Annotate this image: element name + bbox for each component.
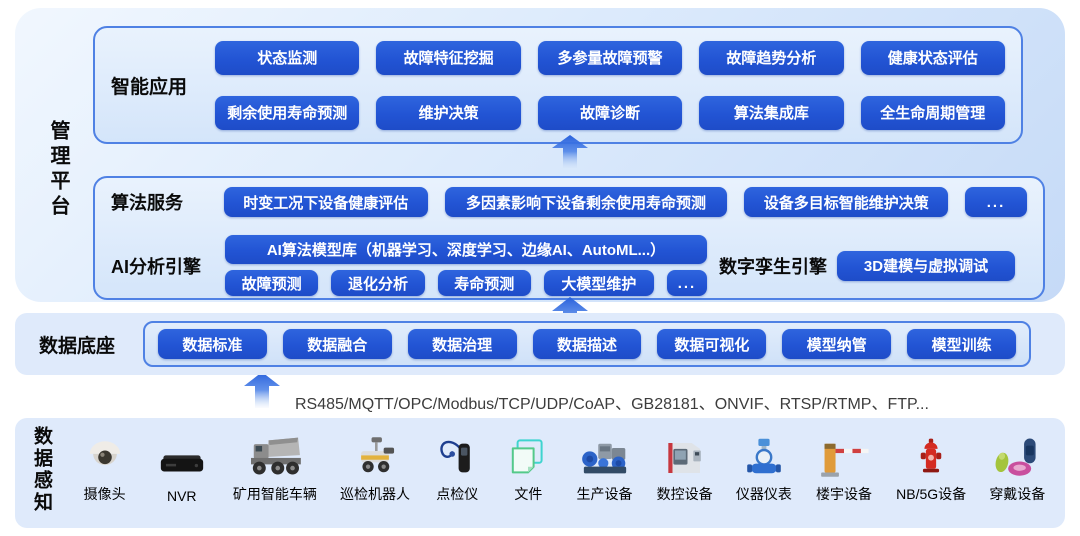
device-item: 点检仪 — [433, 431, 481, 518]
instrument-icon — [740, 431, 788, 481]
camera-icon — [79, 431, 131, 481]
app-function-chip[interactable]: 状态监测 — [215, 40, 360, 75]
device-item: 摄像头 — [79, 431, 131, 518]
inspection-robot-icon — [349, 431, 401, 481]
ai-function-chip[interactable]: 退化分析 — [331, 270, 425, 296]
spot-check-device-icon — [433, 431, 481, 481]
data-base-panel: 数据标准 数据融合 数据治理 数据描述 数据可视化 模型纳管 模型训练 — [143, 321, 1031, 367]
digital-twin-label: 数字孪生引擎 — [719, 256, 827, 277]
device-label: NB/5G设备 — [896, 486, 967, 502]
device-item: 文件 — [504, 431, 552, 518]
app-function-chip[interactable]: 故障诊断 — [537, 95, 683, 130]
intelligent-app-grid: 状态监测 故障特征挖掘 多参量故障预警 故障趋势分析 健康状态评估 剩余使用寿命… — [215, 40, 1005, 130]
building-equipment-icon — [815, 431, 873, 481]
device-list: 摄像头 NVR — [67, 430, 1057, 518]
ai-function-chip[interactable]: 寿命预测 — [437, 270, 531, 296]
data-base-chip[interactable]: 模型纳管 — [782, 329, 892, 359]
data-base-label: 数据底座 — [39, 335, 116, 357]
algo-ai-panel: 算法服务 时变工况下设备健康评估 多因素影响下设备剩余使用寿命预测 设备多目标智… — [93, 176, 1045, 300]
ai-engine-row: AI分析引擎 AI算法模型库（机器学习、深度学习、边缘AI、AutoML...）… — [111, 235, 1027, 296]
digital-twin-chip[interactable]: 3D建模与虚拟调试 — [837, 250, 1015, 281]
cnc-equipment-icon — [660, 431, 710, 481]
device-label: 摄像头 — [83, 486, 126, 502]
algo-service-more-chip[interactable]: ... — [965, 187, 1028, 217]
ai-function-row: 故障预测 退化分析 寿命预测 大模型维护 ... — [225, 270, 707, 296]
ai-engine-label: AI分析引擎 — [111, 256, 201, 277]
data-base-chip[interactable]: 数据治理 — [407, 329, 517, 359]
ai-function-chip[interactable]: 大模型维护 — [543, 270, 654, 296]
device-label: 楼宇设备 — [815, 486, 872, 502]
file-icon — [504, 431, 552, 481]
data-base-chip[interactable]: 数据可视化 — [657, 329, 767, 359]
device-label: 数控设备 — [656, 486, 713, 502]
intelligent-app-panel: 智能应用 状态监测 故障特征挖掘 多参量故障预警 故障趋势分析 健康状态评估 剩… — [93, 26, 1023, 144]
data-base-strip: 数据底座 数据标准 数据融合 数据治理 数据描述 数据可视化 模型纳管 模型训练 — [15, 313, 1065, 375]
device-label: 点检仪 — [436, 486, 479, 502]
algo-service-row: 算法服务 时变工况下设备健康评估 多因素影响下设备剩余使用寿命预测 设备多目标智… — [111, 187, 1028, 217]
protocol-text: RS485/MQTT/OPC/Modbus/TCP/UDP/CoAP、GB281… — [295, 396, 929, 413]
device-item: 巡检机器人 — [340, 431, 410, 518]
app-function-chip[interactable]: 维护决策 — [376, 95, 521, 130]
digital-twin-group: 数字孪生引擎 3D建模与虚拟调试 — [707, 250, 1027, 281]
nb5g-device-icon — [909, 431, 953, 481]
device-item: 楼宇设备 — [815, 431, 873, 518]
nvr-icon — [154, 435, 210, 485]
intelligent-app-label: 智能应用 — [111, 76, 188, 98]
up-arrow-icon — [244, 372, 280, 408]
device-label: 仪器仪表 — [735, 486, 792, 502]
device-item: NB/5G设备 — [896, 431, 966, 518]
ai-function-more-chip[interactable]: ... — [666, 270, 707, 296]
app-function-chip[interactable]: 算法集成库 — [699, 95, 844, 130]
device-item: 穿戴设备 — [989, 431, 1045, 518]
app-function-chip[interactable]: 剩余使用寿命预测 — [215, 95, 360, 130]
management-platform-label: 管理平台 — [47, 120, 69, 220]
data-base-chip[interactable]: 数据标准 — [158, 329, 267, 359]
device-label: 巡检机器人 — [340, 486, 411, 502]
ai-model-lib-chip[interactable]: AI算法模型库（机器学习、深度学习、边缘AI、AutoML...） — [225, 235, 707, 264]
device-item: NVR — [154, 435, 210, 518]
device-label: NVR — [166, 488, 197, 504]
algo-service-chip[interactable]: 时变工况下设备健康评估 — [224, 187, 428, 217]
device-item: 矿用智能车辆 — [233, 431, 317, 518]
app-function-chip[interactable]: 多参量故障预警 — [537, 40, 683, 75]
device-label: 文件 — [514, 486, 543, 502]
ai-engine-stack: AI算法模型库（机器学习、深度学习、边缘AI、AutoML...） 故障预测 退… — [225, 235, 707, 296]
app-function-chip[interactable]: 健康状态评估 — [860, 40, 1005, 75]
device-item: 生产设备 — [576, 431, 634, 518]
device-item: 数控设备 — [657, 431, 713, 518]
algo-service-chip[interactable]: 多因素影响下设备剩余使用寿命预测 — [444, 187, 728, 217]
device-label: 穿戴设备 — [989, 486, 1046, 502]
app-function-chip[interactable]: 故障趋势分析 — [699, 40, 844, 75]
mining-vehicle-icon — [245, 431, 305, 481]
data-base-chip[interactable]: 数据融合 — [282, 329, 392, 359]
data-perception-strip: 数据感知 摄像头 — [15, 418, 1065, 528]
app-function-chip[interactable]: 故障特征挖掘 — [376, 40, 521, 75]
management-platform-box: 管理平台 智能应用 状态监测 故障特征挖掘 多参量故障预警 故障趋势分析 健康状… — [15, 8, 1065, 302]
device-label: 矿用智能车辆 — [232, 486, 317, 502]
wearable-device-icon — [990, 431, 1044, 481]
algo-service-label: 算法服务 — [111, 193, 183, 213]
ai-function-chip[interactable]: 故障预测 — [225, 270, 319, 296]
data-perception-label: 数据感知 — [31, 426, 52, 514]
production-equipment-icon — [576, 431, 634, 481]
app-function-chip[interactable]: 全生命周期管理 — [860, 95, 1005, 130]
device-label: 生产设备 — [576, 486, 633, 502]
data-base-chip[interactable]: 模型训练 — [907, 329, 1017, 359]
device-item: 仪器仪表 — [736, 431, 792, 518]
up-arrow-icon — [552, 135, 588, 168]
data-base-chip[interactable]: 数据描述 — [532, 329, 642, 359]
algo-service-chip[interactable]: 设备多目标智能维护决策 — [744, 187, 949, 217]
